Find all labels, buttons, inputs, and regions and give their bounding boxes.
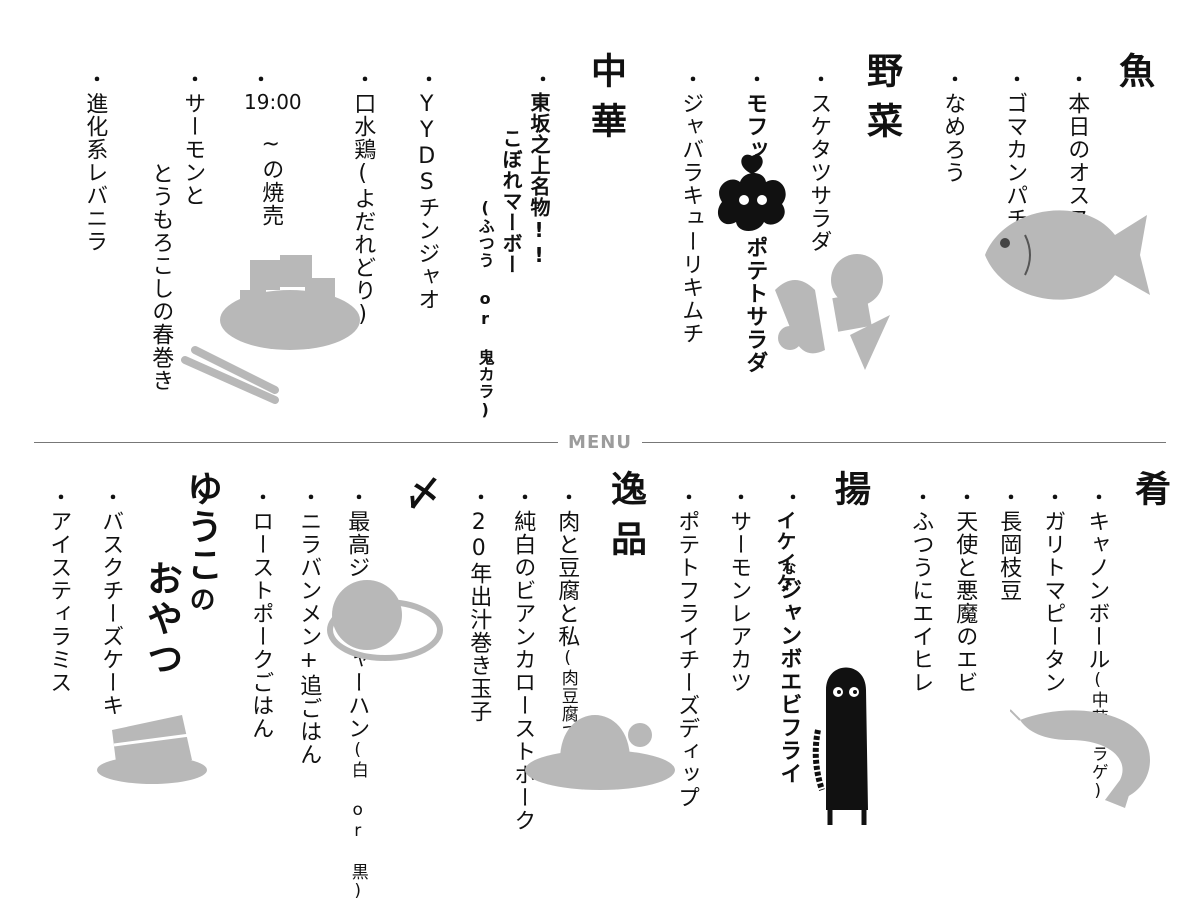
- section-title-specialty: 逸品: [605, 470, 647, 570]
- menu-item: ゴマカンパチ: [1002, 92, 1028, 230]
- menu-item: サーモンと: [180, 92, 206, 207]
- menu-item: モフッ: [742, 92, 768, 161]
- menu-item-prefix: な: [779, 560, 798, 576]
- menu-item: スケタツサラダ: [806, 92, 832, 253]
- bullet: ・: [472, 488, 490, 509]
- divider-left: [34, 442, 558, 443]
- menu-item: ~の焼売: [258, 132, 284, 227]
- bullet: ・: [914, 488, 932, 509]
- menu-item: ジャバラキューリキムチ: [678, 92, 704, 345]
- menu-item-note: (ふつう or 鬼カラ): [475, 198, 495, 420]
- pork-dish-illustration: [525, 715, 675, 790]
- fried-rice-illustration: [327, 580, 443, 661]
- menu-item: なめろう: [940, 92, 966, 184]
- section-title-fried: 揚: [829, 470, 871, 520]
- bullet: ・: [684, 70, 702, 91]
- bullet: ・: [254, 488, 272, 509]
- bullet: ・: [1008, 70, 1026, 91]
- fish-illustration: [985, 210, 1150, 300]
- menu-item: YYDSチンジャオ: [414, 92, 440, 311]
- section-title-finish: 〆: [399, 474, 441, 524]
- bullet: ・: [784, 488, 802, 509]
- bullet: ・: [52, 488, 70, 509]
- bullet: ・: [560, 488, 578, 509]
- bullet: ・: [104, 488, 122, 509]
- menu-item: サーモンレアカツ: [726, 510, 752, 694]
- menu-item-time: 19:00: [244, 90, 302, 114]
- bullet: ・: [420, 70, 438, 91]
- menu-item-note: (白 or 黒): [347, 740, 368, 902]
- menu-item: 天使と悪魔のエビ: [952, 510, 978, 694]
- bullet: ・: [946, 70, 964, 91]
- menu-item: 長岡枝豆: [996, 510, 1022, 602]
- menu-item: キャノンボール: [1084, 510, 1110, 671]
- mofu-character-icon: [717, 154, 786, 231]
- menu-item: ニラバンメン+追ごはん: [296, 510, 322, 766]
- bullet: ・: [1070, 70, 1088, 91]
- menu-item: 20年出汁巻き玉子: [466, 510, 492, 723]
- menu-item-prefix: イケイケ: [773, 510, 797, 594]
- menu-item: こぼれマーボー: [499, 128, 523, 275]
- bullet: ・: [732, 488, 750, 509]
- bullet: ・: [680, 488, 698, 509]
- bullet: ・: [186, 70, 204, 91]
- section-title-chinese: 中華: [585, 52, 627, 152]
- menu-item: アイスティラミス: [46, 510, 72, 694]
- menu-item: 口水鶏(よだれどり): [350, 92, 376, 328]
- menu-item: 純白のビアンカローストポーク: [510, 510, 536, 832]
- shumai-dish-illustration: [181, 255, 360, 404]
- menu-label: MENU: [568, 432, 632, 453]
- bullet: ・: [534, 70, 552, 91]
- bullet: ・: [88, 70, 106, 91]
- bullet: ・: [748, 70, 766, 91]
- section-title-fish: 魚: [1113, 52, 1155, 102]
- section-title-vegetable: 野菜: [861, 52, 903, 152]
- section-title-dessert: ゆうこ: [181, 470, 223, 584]
- bullet: ・: [516, 488, 534, 509]
- vegetables-illustration: [775, 254, 890, 370]
- section-title-dessert-particle: の: [185, 586, 215, 614]
- menu-item: とうもろこしの春巻き: [148, 162, 174, 392]
- menu-item: 進化系レバニラ: [82, 92, 108, 253]
- menu-item: ポテトサラダ: [742, 236, 768, 374]
- bullet: ・: [1090, 488, 1108, 509]
- menu-item: ポテトフライチーズディップ: [674, 510, 700, 809]
- bullet: ・: [302, 488, 320, 509]
- menu-item: バスクチーズケーキ: [98, 510, 124, 717]
- bullet: ・: [350, 488, 368, 509]
- mascot-character-illustration: [812, 667, 868, 825]
- shrimp-illustration: [1010, 709, 1150, 808]
- menu-item: ふつうにエイヒレ: [908, 510, 934, 694]
- cheesecake-illustration: [97, 715, 207, 784]
- menu-item: 東坂之上名物!!: [527, 92, 551, 268]
- bullet: ・: [1046, 488, 1064, 509]
- bullet: ・: [252, 70, 270, 91]
- menu-item: ジャンボエビフライ: [776, 578, 802, 785]
- bullet: ・: [356, 70, 374, 91]
- section-title-dessert-main: おやつ: [141, 560, 183, 680]
- bullet: ・: [958, 488, 976, 509]
- menu-item: 肉と豆腐と私: [554, 510, 580, 648]
- bullet: ・: [1002, 488, 1020, 509]
- section-title-appetizer: 肴: [1129, 470, 1171, 520]
- menu-item: ガリトマピータン: [1040, 510, 1066, 694]
- divider-right: [642, 442, 1166, 443]
- menu-item: ローストポークごはん: [248, 510, 274, 740]
- bullet: ・: [812, 70, 830, 91]
